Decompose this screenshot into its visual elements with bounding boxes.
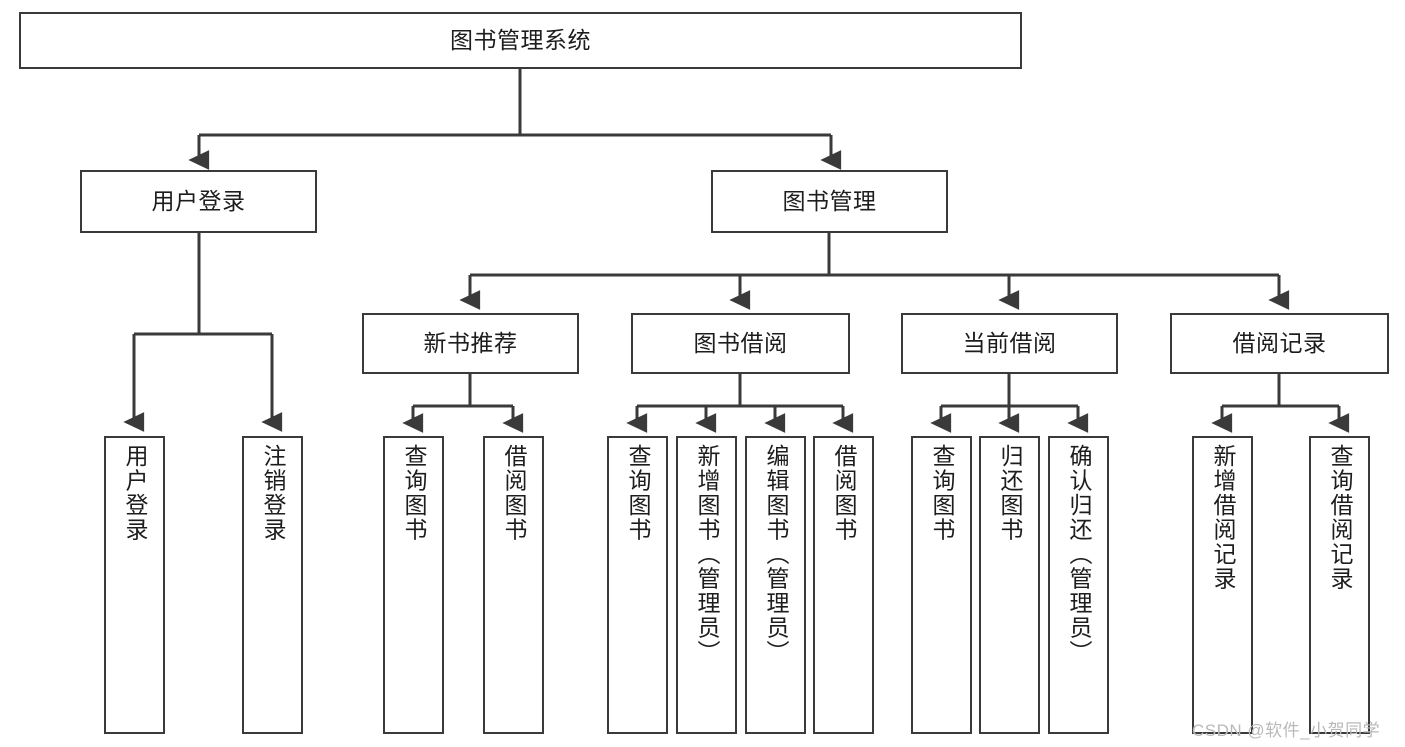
- node-label: 借阅图书: [831, 444, 857, 542]
- node-label: 查询图书: [625, 444, 651, 542]
- node-label: 用户登录: [151, 187, 246, 214]
- node-label: 编辑图书（管理员）: [763, 444, 789, 665]
- leaf-query-borrow-record[interactable]: 查询借阅记录: [1309, 436, 1370, 734]
- node-label: 图书管理: [782, 187, 877, 214]
- leaf-logout-login[interactable]: 注销登录: [242, 436, 303, 734]
- leaf-borrow-book-1[interactable]: 借阅图书: [483, 436, 544, 734]
- leaf-add-book[interactable]: 新增图书（管理员）: [676, 436, 737, 734]
- node-label: 新书推荐: [423, 329, 518, 356]
- leaf-query-book-3[interactable]: 查询图书: [911, 436, 972, 734]
- leaf-add-borrow-record[interactable]: 新增借阅记录: [1192, 436, 1253, 734]
- node-book-borrow[interactable]: 图书借阅: [631, 313, 850, 374]
- node-label: 新增借阅记录: [1210, 444, 1236, 591]
- node-label: 用户登录: [122, 444, 148, 542]
- node-label: 借阅记录: [1232, 329, 1327, 356]
- node-label: 注销登录: [260, 444, 286, 542]
- node-label: 当前借阅: [962, 329, 1057, 356]
- node-book-manage[interactable]: 图书管理: [711, 170, 948, 233]
- node-user-login[interactable]: 用户登录: [80, 170, 317, 233]
- leaf-edit-book[interactable]: 编辑图书（管理员）: [745, 436, 806, 734]
- node-new-book-recommend[interactable]: 新书推荐: [362, 313, 579, 374]
- node-label: 查询图书: [401, 444, 427, 542]
- node-root-book-management-system[interactable]: 图书管理系统: [19, 12, 1022, 69]
- node-label: 图书借阅: [693, 329, 788, 356]
- leaf-query-book-2[interactable]: 查询图书: [607, 436, 668, 734]
- node-label: 新增图书（管理员）: [694, 444, 720, 665]
- leaf-borrow-book-2[interactable]: 借阅图书: [813, 436, 874, 734]
- node-label: 借阅图书: [501, 444, 527, 542]
- node-label: 确认归还（管理员）: [1066, 444, 1092, 665]
- leaf-confirm-return[interactable]: 确认归还（管理员）: [1048, 436, 1109, 734]
- node-label: 图书管理系统: [450, 26, 591, 53]
- node-label: 查询图书: [929, 444, 955, 542]
- csdn-watermark: CSDN @软件_小贺同学: [1192, 721, 1381, 740]
- leaf-return-book[interactable]: 归还图书: [979, 436, 1040, 734]
- node-current-borrow[interactable]: 当前借阅: [901, 313, 1118, 374]
- node-label: 归还图书: [997, 444, 1023, 542]
- leaf-query-book-1[interactable]: 查询图书: [383, 436, 444, 734]
- leaf-user-login[interactable]: 用户登录: [104, 436, 165, 734]
- node-borrow-record[interactable]: 借阅记录: [1170, 313, 1389, 374]
- node-label: 查询借阅记录: [1327, 444, 1353, 591]
